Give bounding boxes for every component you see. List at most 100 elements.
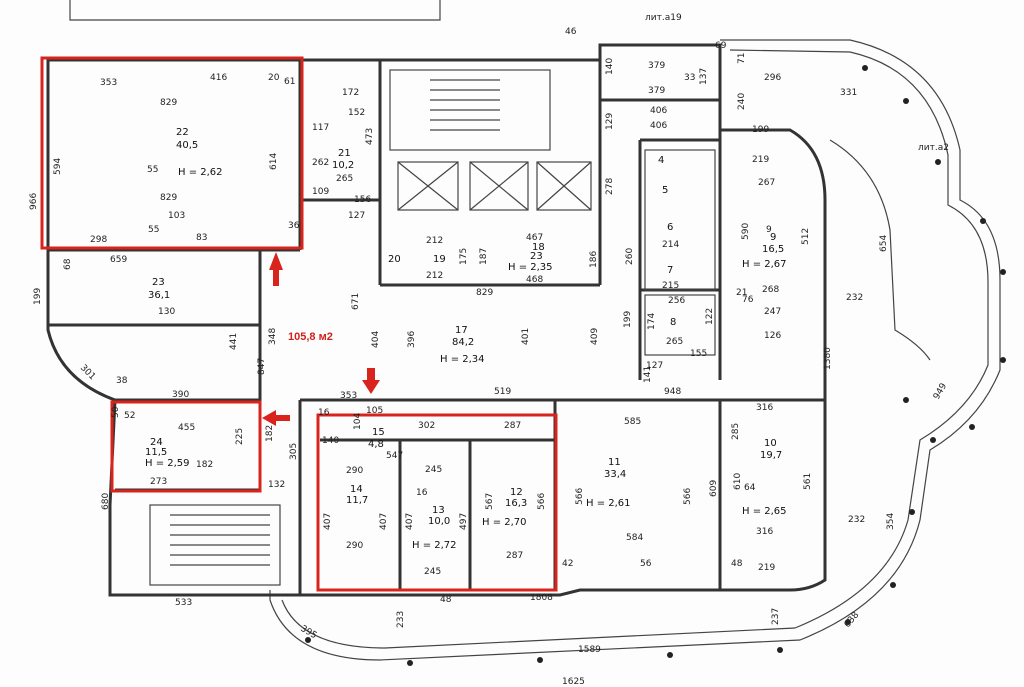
room-22-num: 22 bbox=[176, 127, 189, 138]
dim: 232 bbox=[848, 515, 865, 525]
dim: 567 bbox=[485, 493, 495, 510]
dim: 214 bbox=[662, 240, 679, 250]
dim: 497 bbox=[459, 513, 469, 530]
arrow-up-icon bbox=[269, 252, 283, 286]
dim: 354 bbox=[886, 513, 896, 530]
dim: 267 bbox=[758, 178, 775, 188]
dim: 104 bbox=[353, 413, 363, 430]
dim: 396 bbox=[407, 331, 417, 348]
room-13-num: 13 bbox=[432, 505, 445, 516]
dim: 172 bbox=[342, 88, 359, 98]
dim: 260 bbox=[625, 248, 635, 265]
dim: 76 bbox=[742, 295, 754, 305]
dim: 353 bbox=[100, 78, 117, 88]
dim: 316 bbox=[756, 403, 773, 413]
dim: 36 bbox=[288, 221, 300, 231]
room-9-height: Н = 2,67 bbox=[742, 259, 787, 270]
dim: 199 bbox=[33, 288, 43, 305]
dim: 199 bbox=[623, 311, 633, 328]
dim: 966 bbox=[29, 193, 39, 210]
dim: 512 bbox=[801, 228, 811, 245]
dim: 56 bbox=[640, 559, 652, 569]
dim: 287 bbox=[504, 421, 521, 431]
dim: 127 bbox=[646, 361, 663, 371]
dim: 533 bbox=[175, 598, 192, 608]
dim: 240 bbox=[737, 93, 747, 110]
terrace-posts bbox=[305, 65, 1006, 666]
room-22-height: Н = 2,62 bbox=[178, 167, 223, 178]
dim: 406 bbox=[650, 121, 667, 131]
dim: 609 bbox=[709, 480, 719, 497]
entrance-arrows bbox=[262, 252, 380, 426]
dim: 316 bbox=[756, 527, 773, 537]
room-11-height: Н = 2,61 bbox=[586, 498, 631, 509]
dim: 401 bbox=[521, 328, 531, 345]
dim: 847 bbox=[257, 358, 267, 375]
room-18-area: 23 bbox=[530, 251, 543, 262]
dim: 353 bbox=[340, 391, 357, 401]
room-13-height: Н = 2,72 bbox=[412, 540, 457, 551]
dim: 348 bbox=[268, 328, 278, 345]
dim: 390 bbox=[172, 390, 189, 400]
dim: 1808 bbox=[530, 593, 553, 603]
room-9-num: 9 bbox=[770, 232, 776, 243]
dim: 441 bbox=[229, 333, 239, 350]
dim: 467 bbox=[526, 233, 543, 243]
dim: 122 bbox=[705, 308, 715, 325]
dim: 265 bbox=[666, 337, 683, 347]
room-21-num: 21 bbox=[338, 148, 351, 159]
dim: 245 bbox=[424, 567, 441, 577]
dim: 1625 bbox=[562, 677, 585, 687]
room-12-num: 12 bbox=[510, 487, 523, 498]
room-6-num: 6 bbox=[667, 222, 673, 233]
dim: 305 bbox=[289, 443, 299, 460]
dim: 126 bbox=[764, 331, 781, 341]
dim: 285 bbox=[731, 423, 741, 440]
dimension-labels: 353 416 829 829 594 614 966 298 103 55 5… bbox=[29, 27, 949, 687]
corner-label-top: лит.а19 bbox=[645, 13, 682, 23]
room-24-height: Н = 2,59 bbox=[145, 458, 190, 469]
room-19-num: 19 bbox=[433, 254, 446, 265]
dim: 278 bbox=[605, 178, 615, 195]
room-11-num: 11 bbox=[608, 457, 621, 468]
dim: 21 bbox=[736, 288, 747, 298]
room-11-area: 33,4 bbox=[604, 469, 626, 480]
dim: 64 bbox=[744, 483, 756, 493]
dim: 406 bbox=[650, 106, 667, 116]
dim: 379 bbox=[648, 61, 665, 71]
terrace-outline bbox=[269, 39, 1001, 661]
room-24-num: 24 bbox=[150, 437, 163, 448]
dim: 186 bbox=[589, 251, 599, 268]
dim: 829 bbox=[160, 193, 177, 203]
dim: 52 bbox=[124, 411, 135, 421]
dim: 473 bbox=[365, 128, 375, 145]
room-5-num: 5 bbox=[662, 185, 668, 196]
dim: 212 bbox=[426, 271, 443, 281]
dim: 302 bbox=[418, 421, 435, 431]
corner-label-right: лит.а2 bbox=[918, 143, 949, 153]
dim: 55 bbox=[147, 165, 158, 175]
dim: 301 bbox=[78, 363, 97, 382]
room-14-area: 11,7 bbox=[346, 495, 368, 506]
dim: 50 bbox=[111, 406, 121, 418]
room-18-num: 18 bbox=[532, 242, 545, 253]
dim: 407 bbox=[379, 513, 389, 530]
terrace-inner bbox=[281, 49, 989, 649]
arrow-left-icon bbox=[262, 410, 290, 426]
dim: 174 bbox=[647, 313, 657, 330]
dim: 671 bbox=[351, 293, 361, 310]
dim: 105 bbox=[366, 406, 383, 416]
dim: 290 bbox=[346, 541, 363, 551]
dim: 290 bbox=[346, 466, 363, 476]
dim: 455 bbox=[178, 423, 195, 433]
dim: 61 bbox=[284, 77, 295, 87]
dim: 948 bbox=[664, 387, 681, 397]
dim: 46 bbox=[565, 27, 577, 37]
dim: 182 bbox=[265, 425, 275, 442]
dim: 829 bbox=[160, 98, 177, 108]
stair-elevator-core bbox=[149, 69, 716, 586]
dim: 237 bbox=[771, 608, 781, 625]
dim: 141 bbox=[643, 366, 653, 383]
dim: 225 bbox=[235, 428, 245, 445]
